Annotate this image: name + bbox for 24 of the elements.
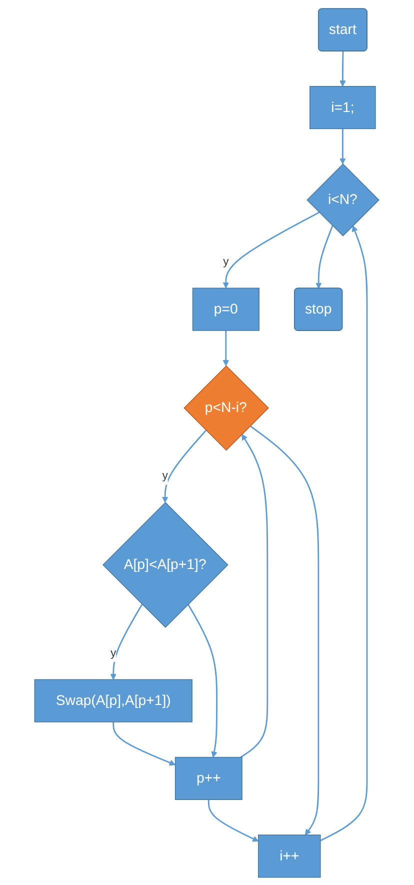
arrow <box>112 721 176 766</box>
edge-label: y <box>223 255 229 268</box>
node-box: p++ <box>175 756 243 800</box>
node-box: i++ <box>258 834 321 878</box>
arrow <box>250 424 320 835</box>
arrow <box>110 603 143 680</box>
arrow <box>320 224 368 841</box>
arrow <box>340 128 346 164</box>
arrow <box>316 224 334 288</box>
node-diamond: A[p]<A[p+1]? <box>102 501 229 628</box>
arrow <box>240 433 268 758</box>
node-diamond: i<N? <box>306 163 380 236</box>
arrow <box>208 799 259 842</box>
edge-label: y <box>162 469 168 482</box>
arrow <box>162 429 207 502</box>
node-box: i=1; <box>310 85 376 129</box>
edge-label: y <box>110 646 116 659</box>
arrow <box>223 330 230 366</box>
node-diamond: p<N-i? <box>184 364 270 450</box>
arrow <box>223 211 320 288</box>
arrow <box>188 603 218 758</box>
node-box: p=0 <box>192 287 260 330</box>
node-box: Swap(A[p],A[p+1]) <box>34 678 193 722</box>
arrow <box>340 50 346 86</box>
